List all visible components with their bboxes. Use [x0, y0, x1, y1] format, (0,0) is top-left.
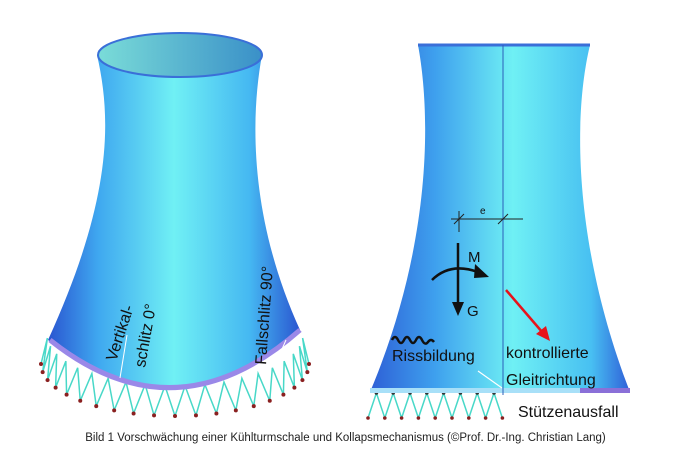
column-foot — [450, 416, 454, 420]
right-tower: e G M Rissbildung kontrollierte Gleitric… — [366, 43, 630, 421]
column-foot — [64, 392, 69, 397]
drop-slot-label: Fallschlitz 90° — [253, 265, 277, 365]
figure-caption: Bild 1 Vorschwächung einer Kühlturmschal… — [85, 432, 606, 444]
column-foot — [399, 416, 404, 420]
column-foot — [307, 362, 311, 366]
column-foot — [39, 362, 43, 366]
column-foot — [433, 416, 438, 420]
column-foot — [193, 413, 198, 418]
left-tower: Vertikal- schlitz 0° Fallschlitz 90° — [39, 32, 311, 419]
right-base-ring-edge — [580, 388, 630, 393]
left-legs — [39, 337, 311, 419]
left-shell — [48, 55, 300, 388]
drop-slot-line — [278, 339, 287, 357]
column-foot — [483, 416, 488, 420]
weight-label: G — [467, 303, 479, 320]
column-foot — [305, 370, 310, 375]
column-foot — [467, 416, 471, 420]
column-foot — [500, 416, 505, 420]
sliding-direction-arrow — [505, 289, 550, 341]
right-legs — [366, 390, 505, 421]
column-foot — [416, 416, 421, 420]
column-foot — [281, 392, 286, 397]
cracking-label: Rissbildung — [392, 348, 475, 365]
right-base-ring — [370, 388, 630, 393]
column-foot — [233, 408, 238, 413]
moment-arrow — [431, 264, 489, 281]
column-foot — [40, 370, 45, 375]
moment-label: M — [468, 249, 481, 266]
column-foot — [45, 378, 50, 383]
sliding-label-1: kontrollierte — [506, 345, 589, 362]
column-foot — [214, 411, 219, 416]
left-top-opening — [97, 32, 263, 78]
column-foot — [112, 408, 117, 413]
vertical-slot-line — [119, 334, 128, 379]
column-foot — [53, 385, 58, 390]
column-foot — [251, 404, 256, 409]
column-foot — [383, 416, 387, 420]
column-foot — [78, 398, 83, 403]
eccentricity-label: e — [480, 206, 486, 217]
column-failure-label: Stützenausfall — [518, 404, 619, 421]
column-foot — [292, 385, 297, 390]
column-foot — [131, 411, 136, 416]
weight-arrow — [452, 243, 464, 316]
column-foot — [366, 416, 370, 420]
column-foot — [152, 413, 157, 418]
column-foot — [94, 404, 99, 409]
sliding-label-2: Gleitrichtung — [506, 372, 596, 389]
column-foot — [267, 398, 272, 403]
slip-line — [477, 370, 503, 389]
crack-squiggle-icon — [390, 335, 435, 345]
support-column — [367, 390, 504, 421]
column-foot — [173, 414, 177, 418]
eccentricity-dimension — [451, 211, 523, 232]
left-base-ring — [48, 328, 302, 390]
column-foot — [300, 378, 305, 383]
